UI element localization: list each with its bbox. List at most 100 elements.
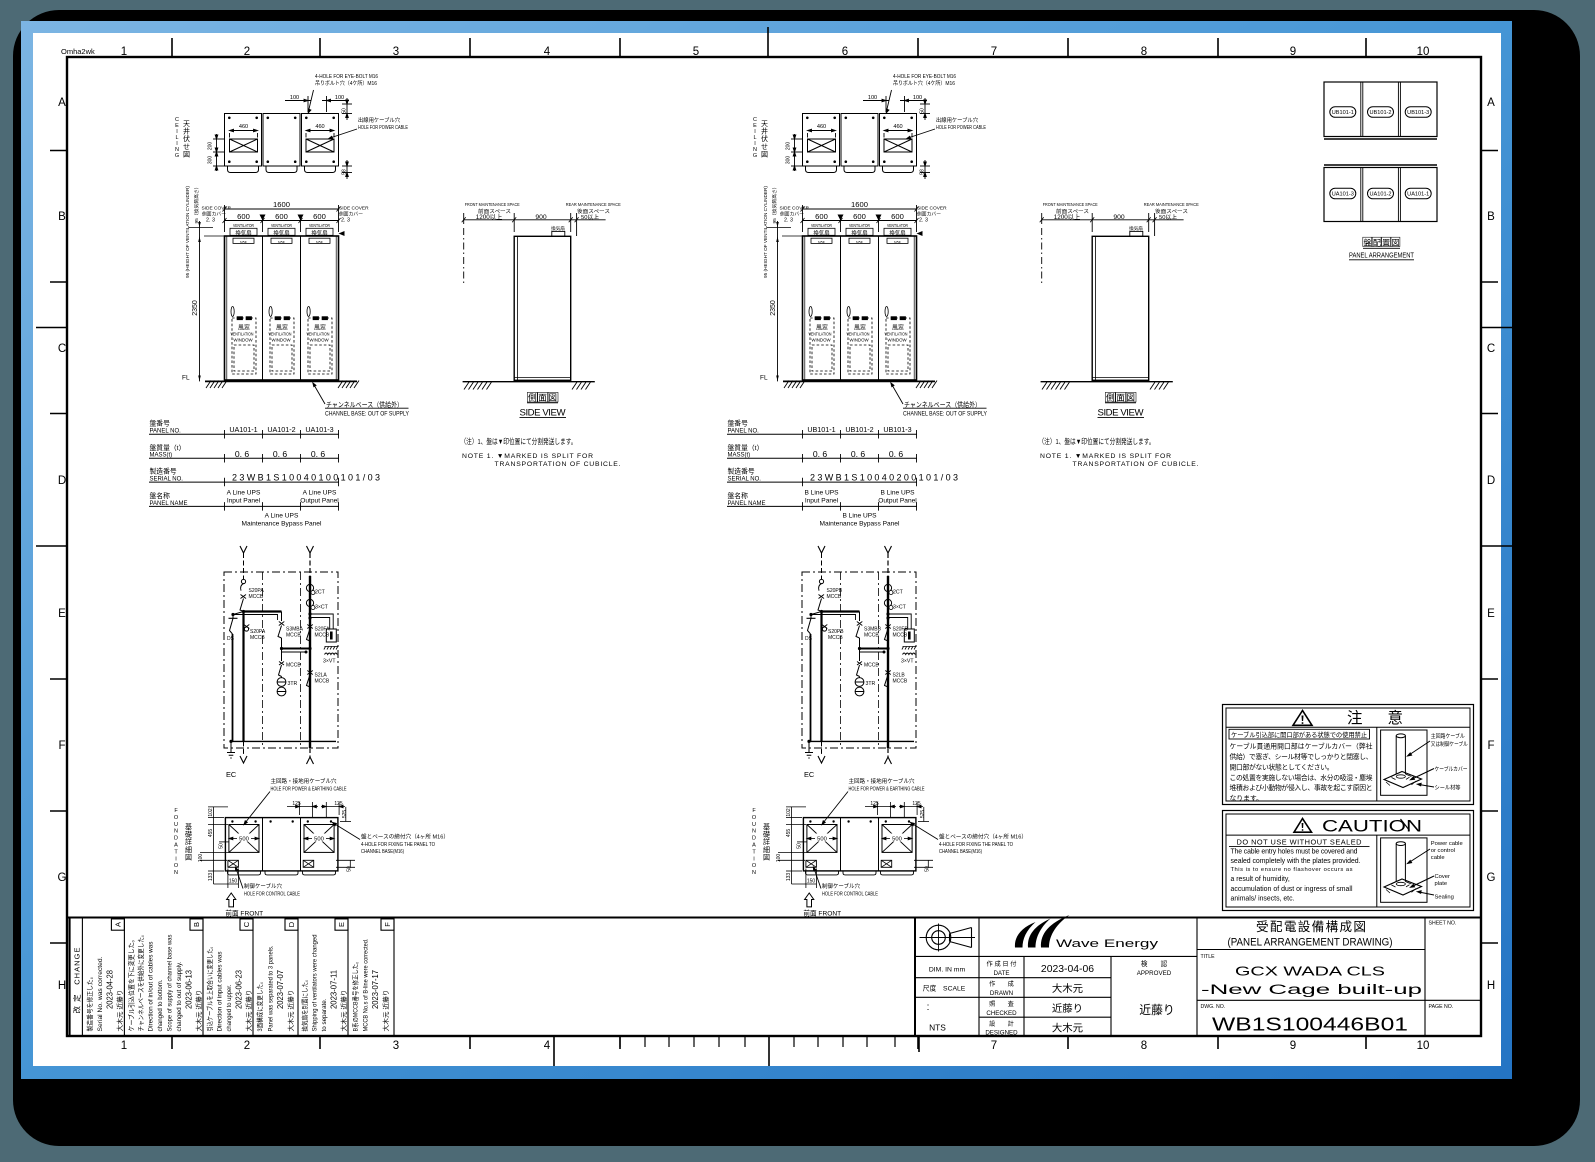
svg-text:MCCB: MCCB <box>286 633 301 639</box>
svg-text:換気扇: 換気扇 <box>235 229 251 237</box>
svg-text:風窓: 風窓 <box>276 324 288 332</box>
svg-text:換気扇を別置にした。: 換気扇を別置にした。 <box>300 977 309 1032</box>
svg-text:Output Panel: Output Panel <box>878 497 917 504</box>
svg-text:後面スペース: 後面スペース <box>577 208 610 215</box>
svg-text:SERIAL NO.: SERIAL NO. <box>150 477 184 483</box>
svg-text:2. 3: 2. 3 <box>341 218 350 224</box>
svg-text:G: G <box>58 872 67 884</box>
svg-text:Power cable: Power cable <box>1431 841 1463 847</box>
svg-text:2023-07-17: 2023-07-17 <box>371 969 380 1009</box>
svg-text:9: 9 <box>1290 1040 1296 1052</box>
svg-text:UB101-3: UB101-3 <box>883 425 911 434</box>
svg-text:plate: plate <box>1435 881 1448 887</box>
svg-text:側面カバー: 側面カバー <box>339 211 363 218</box>
svg-text:UA101-2: UA101-2 <box>267 425 295 434</box>
svg-text:Omha2wk: Omha2wk <box>61 47 95 56</box>
svg-text:1: 1 <box>121 46 127 58</box>
svg-text:SIDE COVER: SIDE COVER <box>339 206 369 212</box>
svg-text:UB101-1: UB101-1 <box>807 425 835 434</box>
svg-text:S3MBB: S3MBB <box>864 627 882 633</box>
svg-text:Scope of supply of channel bas: Scope of supply of channel base was <box>167 935 174 1032</box>
svg-text:SHEET NO.: SHEET NO. <box>1429 921 1457 927</box>
svg-text:チャンネルベース（供給外）: チャンネルベース（供給外） <box>326 400 403 409</box>
svg-text:5: 5 <box>693 46 699 58</box>
svg-text:3TR: 3TR <box>288 681 298 687</box>
svg-text:95 (HEIGHT OF VENTILATION CYLI: 95 (HEIGHT OF VENTILATION CYLINDER) <box>185 186 190 278</box>
svg-text:S20FB: S20FB <box>893 627 909 633</box>
svg-text:VENTILATOR: VENTILATOR <box>271 223 292 228</box>
svg-text:455: 455 <box>208 829 214 838</box>
svg-text:Input Panel: Input Panel <box>805 497 839 504</box>
svg-text:WINDOW: WINDOW <box>309 338 329 343</box>
svg-text:尺度 SCALE: 尺度 SCALE <box>923 984 966 993</box>
svg-text:F: F <box>1487 740 1494 752</box>
svg-text:盤質量（t）: 盤質量（t） <box>150 443 186 452</box>
svg-text:S20FA: S20FA <box>315 627 331 633</box>
svg-text:MCCB: MCCB <box>893 633 908 639</box>
svg-text:23WB1S10040200101/03: 23WB1S10040200101/03 <box>810 472 958 482</box>
svg-text:102: 102 <box>208 808 214 817</box>
svg-text:N5F: N5F <box>316 241 324 245</box>
svg-text:供給）で塞ぎ、シール材等でしっかりと閉塞し、: 供給）で塞ぎ、シール材等でしっかりと閉塞し、 <box>1230 752 1373 761</box>
svg-text:HOLE FOR POWER & EARTHING CABL: HOLE FOR POWER & EARTHING CABLE <box>271 787 347 793</box>
svg-text:HOLE FOR CONTROL CABLE: HOLE FOR CONTROL CABLE <box>244 892 300 898</box>
svg-text:風窓: 風窓 <box>238 324 250 332</box>
svg-text:DWG. NO.: DWG. NO. <box>1201 1004 1226 1010</box>
svg-text:近藤り: 近藤り <box>1052 1002 1083 1015</box>
svg-text:2. 3: 2. 3 <box>206 218 215 224</box>
svg-text:TITLE: TITLE <box>1201 954 1216 960</box>
svg-text:200: 200 <box>208 142 214 151</box>
svg-text:シール材等: シール材等 <box>1435 784 1461 792</box>
svg-text:C: C <box>242 921 251 927</box>
svg-text:MCCB: MCCB <box>315 679 330 685</box>
svg-text:300: 300 <box>208 156 214 165</box>
svg-text:A Line UPS: A Line UPS <box>303 490 337 497</box>
svg-text:G: G <box>1487 872 1496 884</box>
svg-text:B: B <box>1487 211 1495 223</box>
svg-text:150: 150 <box>229 879 238 885</box>
svg-text:MCCB: MCCB <box>864 663 879 669</box>
svg-text:APPROVED: APPROVED <box>1137 970 1172 977</box>
svg-text:DATE: DATE <box>993 970 1009 977</box>
svg-text:TRANSPORTATION OF CUBICLE.: TRANSPORTATION OF CUBICLE. <box>495 461 621 468</box>
svg-text:出線用ケーブル穴: 出線用ケーブル穴 <box>358 116 401 124</box>
svg-text:主回路ケーブル: 主回路ケーブル <box>1431 732 1465 740</box>
svg-text:100: 100 <box>290 95 299 101</box>
svg-text:基礎詳細図: 基礎詳細図 <box>185 822 192 861</box>
svg-text:なります。: なります。 <box>1230 795 1263 803</box>
svg-text:A: A <box>114 922 123 927</box>
svg-text:WB1S100446B01: WB1S100446B01 <box>1212 1014 1408 1035</box>
svg-text:PANEL ARRANGEMENT: PANEL ARRANGEMENT <box>1349 251 1414 260</box>
svg-text:10: 10 <box>1417 46 1430 58</box>
svg-text:(PANEL ARRANGEMENT DRAWING): (PANEL ARRANGEMENT DRAWING) <box>1228 937 1393 949</box>
svg-text:PANEL NAME: PANEL NAME <box>150 501 188 507</box>
svg-text:0. 6: 0. 6 <box>235 449 250 459</box>
svg-text:D: D <box>1487 475 1495 487</box>
svg-text:ケーブル引込位置を下に変更した。: ケーブル引込位置を下に変更した。 <box>127 937 136 1032</box>
svg-text:This is to ensure no flashover: This is to ensure no flashover occurs as <box>1231 867 1353 873</box>
svg-text:UA101-1: UA101-1 <box>229 425 257 434</box>
svg-text:PANEL NO.: PANEL NO. <box>150 429 182 435</box>
svg-text:盤名称: 盤名称 <box>150 491 171 500</box>
svg-text:CAUTION: CAUTION <box>1322 817 1422 836</box>
svg-text:accumulation of dust or ingres: accumulation of dust or ingress of small <box>1231 886 1353 893</box>
svg-text:製造番号を修正した。: 製造番号を修正した。 <box>85 974 94 1032</box>
svg-text:S2LA: S2LA <box>315 673 328 679</box>
svg-text:2: 2 <box>244 1040 250 1052</box>
svg-text:4: 4 <box>544 46 551 58</box>
svg-text:A Line UPS: A Line UPS <box>227 490 261 497</box>
svg-text:ケーブル貫通用開口部はケーブルカバー（弊社: ケーブル貫通用開口部はケーブルカバー（弊社 <box>1230 742 1373 751</box>
svg-text:Shipping of ventilators were c: Shipping of ventilators were changed <box>312 934 319 1031</box>
svg-text:大木元 近藤り: 大木元 近藤り <box>381 990 390 1032</box>
svg-text:C: C <box>1487 343 1495 355</box>
svg-text:95（換気筒高さ）: 95（換気筒高さ） <box>193 185 200 224</box>
svg-text:大木元 近藤り: 大木元 近藤り <box>115 990 124 1032</box>
svg-text:開口部がない状態としてください。: 開口部がない状態としてください。 <box>1230 762 1334 771</box>
svg-text:7: 7 <box>991 1040 997 1052</box>
svg-text:吊りボルト穴（4ケ所）M16: 吊りボルト穴（4ケ所）M16 <box>315 79 377 87</box>
svg-text:堆積および小動物が侵入し、事故を起こす原因と: 堆積および小動物が侵入し、事故を起こす原因と <box>1230 783 1373 792</box>
svg-text:ケーブルカバー: ケーブルカバー <box>1435 765 1468 773</box>
svg-text:2023-06-13: 2023-06-13 <box>185 969 194 1009</box>
svg-text:SIDE VIEW: SIDE VIEW <box>520 407 567 418</box>
